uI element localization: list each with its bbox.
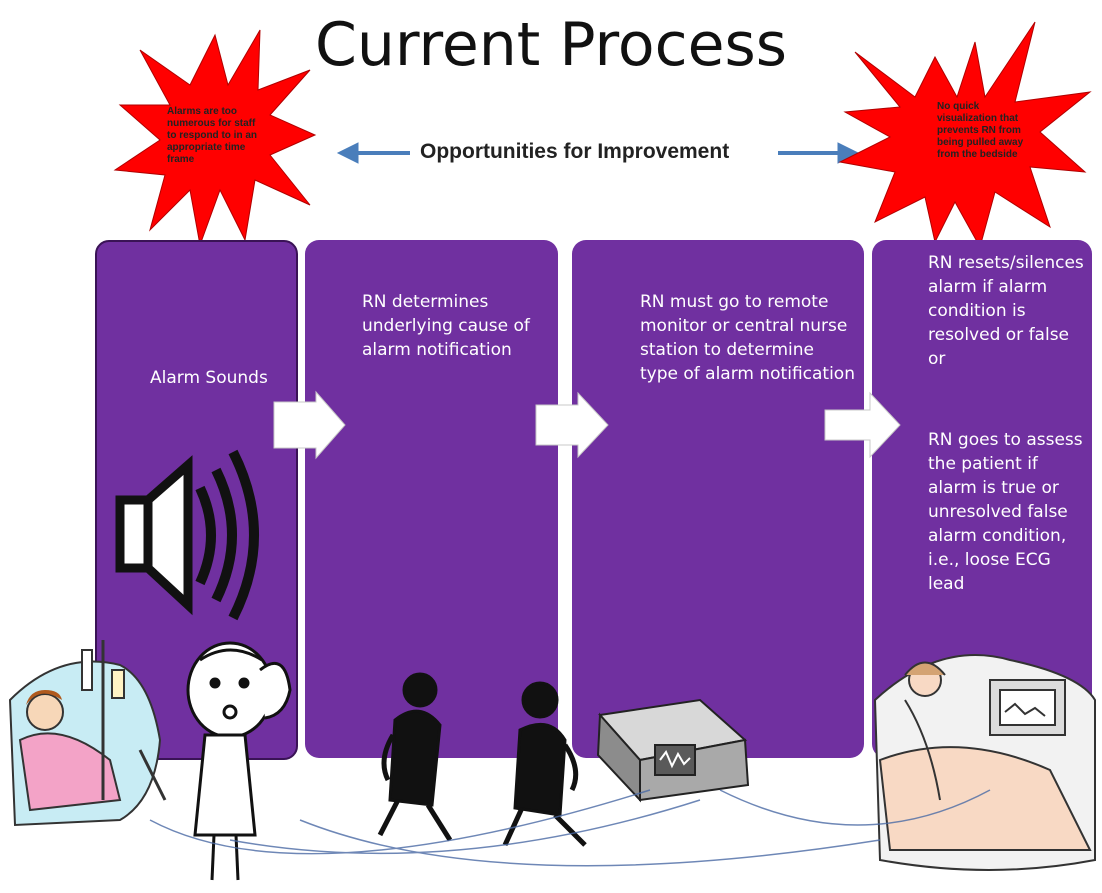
- step-box-go-to-monitor: [572, 240, 864, 758]
- flow-arrow-icon: [824, 391, 901, 459]
- monitor-icon: [596, 698, 750, 803]
- walking-figure-icon: [377, 672, 453, 842]
- bedside-patient-icon: [873, 654, 1096, 871]
- step-3-text: RN must go to remote monitor or central …: [640, 292, 855, 384]
- nurse-icon: [186, 641, 292, 881]
- left-callout-star: [113, 29, 317, 247]
- left-callout-text: Alarms are too numerous for staff to res…: [167, 106, 257, 165]
- right-callout-text: No quick visualization that prevents RN …: [937, 101, 1024, 160]
- lead-wires: [149, 789, 991, 867]
- page-title: Current Process: [314, 10, 788, 80]
- right-callout-star: [838, 21, 1092, 247]
- opportunities-arrows: [336, 142, 860, 164]
- step-4-text-b: RN goes to assess the patient if alarm i…: [928, 430, 1083, 594]
- opportunities-label: Opportunities for Improvement: [420, 140, 730, 163]
- left-arrow-icon: [336, 142, 410, 164]
- step-box-determine-cause: [305, 240, 558, 758]
- patient-in-bed-icon: [8, 640, 167, 827]
- step-2-text: RN determines underlying cause of alarm …: [362, 292, 530, 360]
- step-4-text-a: RN resets/silences alarm if alarm condit…: [928, 253, 1084, 369]
- walking-figure-icon: [502, 681, 587, 847]
- flow-arrow-icon: [535, 391, 609, 459]
- step-1-text: Alarm Sounds: [150, 368, 268, 388]
- flow-arrow-icon: [273, 390, 346, 460]
- speaker-icon: [115, 449, 259, 621]
